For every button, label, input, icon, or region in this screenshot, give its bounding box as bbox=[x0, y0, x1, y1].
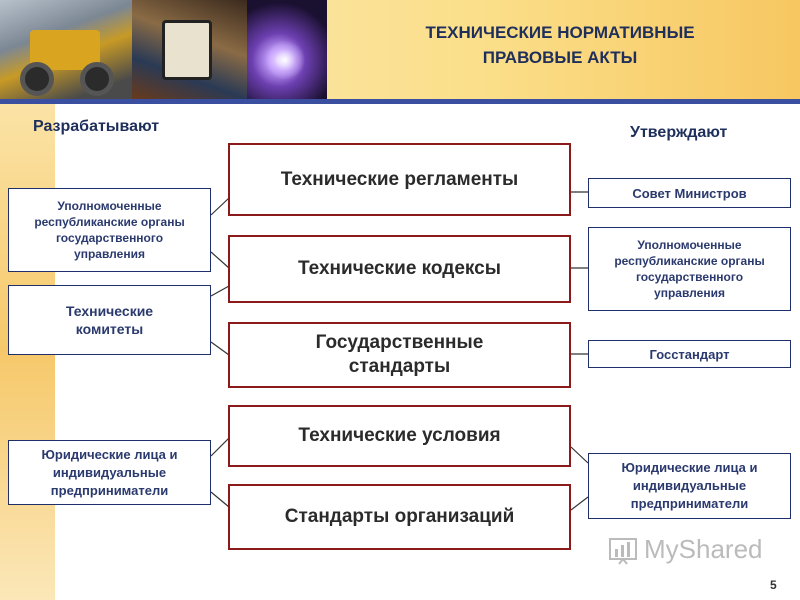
header-rule bbox=[0, 99, 800, 104]
slide-title: ТЕХНИЧЕСКИЕ НОРМАТИВНЫЕ ПРАВОВЫЕ АКТЫ bbox=[425, 23, 695, 67]
connector-left-tc-std bbox=[210, 341, 230, 356]
meter-face-shape bbox=[162, 20, 212, 80]
connector-left-codes bbox=[210, 251, 230, 269]
connector-left-sto bbox=[210, 491, 230, 508]
right-box-authorized-organs: Уполномоченные республиканские органы го… bbox=[588, 227, 791, 311]
connector-right-sto bbox=[570, 496, 589, 511]
bar-chart-icon bbox=[609, 537, 637, 565]
connector-left-reg bbox=[210, 197, 230, 216]
column-heading-develop: Разрабатывают bbox=[33, 118, 160, 135]
connector-left-tu bbox=[210, 437, 230, 457]
left-box-legal-entities: Юридические лица и индивидуальные предпр… bbox=[8, 440, 211, 505]
connector-left-tc-codes bbox=[210, 285, 230, 297]
column-heading-approve: Утверждают bbox=[630, 124, 728, 141]
dump-truck-photo bbox=[0, 0, 132, 100]
connector-right-tu bbox=[570, 446, 589, 464]
center-box-state-standards: Государственные стандарты bbox=[228, 322, 571, 388]
right-box-legal-entities: Юридические лица и индивидуальные предпр… bbox=[588, 453, 791, 519]
truck-wheel-shape bbox=[80, 62, 114, 96]
left-box-authorized-organs: Уполномоченные республиканские органы го… bbox=[8, 188, 211, 272]
center-box-organization-standards: Стандарты организаций bbox=[228, 484, 571, 550]
weld-spark-shape bbox=[265, 40, 305, 80]
truck-wheel-shape bbox=[20, 62, 54, 96]
page-number: 5 bbox=[770, 578, 777, 592]
center-box-technical-codes: Технические кодексы bbox=[228, 235, 571, 303]
center-box-technical-regulations: Технические регламенты bbox=[228, 143, 571, 216]
watermark-text: MyShared bbox=[644, 534, 763, 564]
measuring-instrument-photo bbox=[132, 0, 247, 100]
right-box-gosstandart: Госстандарт bbox=[588, 340, 791, 368]
center-box-technical-conditions: Технические условия bbox=[228, 405, 571, 467]
right-box-council-of-ministers: Совет Министров bbox=[588, 178, 791, 208]
welding-photo bbox=[247, 0, 327, 100]
myshared-watermark: MyShared bbox=[608, 534, 763, 565]
left-box-technical-committees: Технические комитеты bbox=[8, 285, 211, 355]
